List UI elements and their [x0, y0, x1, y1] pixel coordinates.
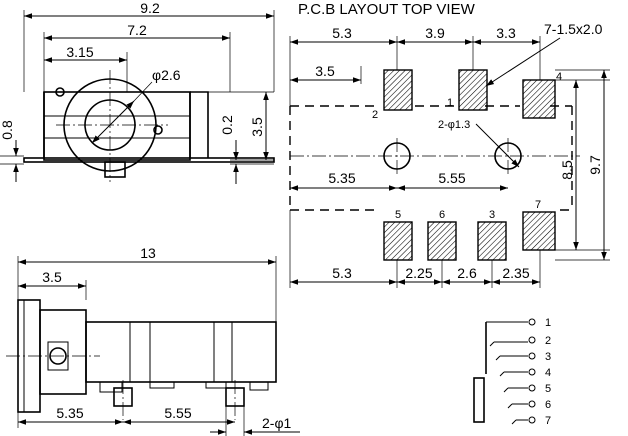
pcb-pin-6: 6 — [439, 209, 445, 221]
pcb-pad-7 — [522, 211, 556, 251]
front-left-height-label: 0.8 — [0, 120, 15, 140]
pcb-bottom-1-label: 2.25 — [405, 265, 432, 281]
front-inner-width-label: 7.2 — [127, 22, 147, 38]
pcb-title: P.C.B LAYOUT TOP VIEW — [298, 1, 476, 18]
pcb-pin-7: 7 — [535, 199, 541, 211]
side-post-dia-label: 2-φ1 — [262, 415, 292, 431]
schematic-pin-2: 2 — [545, 335, 551, 347]
pin-schematic: 1 2 3 4 5 6 7 — [473, 317, 551, 427]
pcb-pin-3: 3 — [489, 209, 495, 221]
schematic-pin-4: 4 — [545, 367, 551, 379]
front-hole-dia-label: φ2.6 — [152, 67, 181, 83]
pcb-pad-3 — [477, 221, 507, 261]
pcb-hole-left-label: 5.35 — [328, 170, 355, 186]
schematic-pin-6: 6 — [545, 399, 551, 411]
schematic-pin-3: 3 — [545, 351, 551, 363]
pcb-top-right-label: 3.3 — [496, 25, 516, 41]
pcb-layout: P.C.B LAYOUT TOP VIEW 5.3 3.9 3.3 7-1.5x… — [289, 1, 610, 288]
pcb-pad-4 — [522, 79, 556, 119]
pcb-pin-5: 5 — [395, 209, 401, 221]
pcb-left-offset-label: 3.5 — [315, 63, 335, 79]
pcb-hole-callout: 2-φ1.3 — [438, 119, 470, 131]
pcb-pad-6 — [427, 221, 457, 261]
schematic-pin-1: 1 — [545, 317, 551, 329]
schematic-pin-7: 7 — [545, 415, 551, 427]
pcb-hole-right-label: 5.55 — [438, 170, 465, 186]
pcb-top-left-label: 5.3 — [332, 25, 352, 41]
pcb-height-total-label: 9.7 — [587, 155, 603, 175]
pcb-bottom-2-label: 2.6 — [457, 265, 477, 281]
front-center-offset-label: 3.15 — [66, 44, 93, 60]
side-post-left-label: 5.35 — [56, 405, 83, 421]
pcb-pad-2 — [383, 69, 413, 111]
front-height-label: 3.5 — [249, 117, 265, 137]
pcb-pad-5 — [383, 221, 413, 261]
pcb-pin-2: 2 — [372, 109, 378, 121]
schematic-pin-5: 5 — [545, 383, 551, 395]
pcb-height-mid-label: 8.5 — [559, 160, 575, 180]
side-view: 13 3.5 5.35 5.55 — [6, 245, 300, 436]
pcb-pin-1: 1 — [447, 97, 453, 109]
pcb-pad-1 — [458, 69, 488, 111]
pcb-bottom-3-label: 2.35 — [502, 265, 529, 281]
pcb-pad-size-label: 7-1.5x2.0 — [544, 21, 603, 37]
pcb-bottom-left-label: 5.3 — [332, 265, 352, 281]
side-front-offset-label: 3.5 — [42, 269, 62, 285]
front-width-label: 9.2 — [140, 0, 160, 16]
pcb-pin-4: 4 — [556, 71, 562, 83]
front-view: 9.2 7.2 3.15 φ2.6 0.8 — [0, 0, 275, 184]
side-post-right-label: 5.55 — [164, 405, 191, 421]
side-length-label: 13 — [140, 245, 156, 261]
front-small-gap-label: 0.2 — [219, 115, 235, 135]
pcb-top-mid-label: 3.9 — [425, 25, 445, 41]
